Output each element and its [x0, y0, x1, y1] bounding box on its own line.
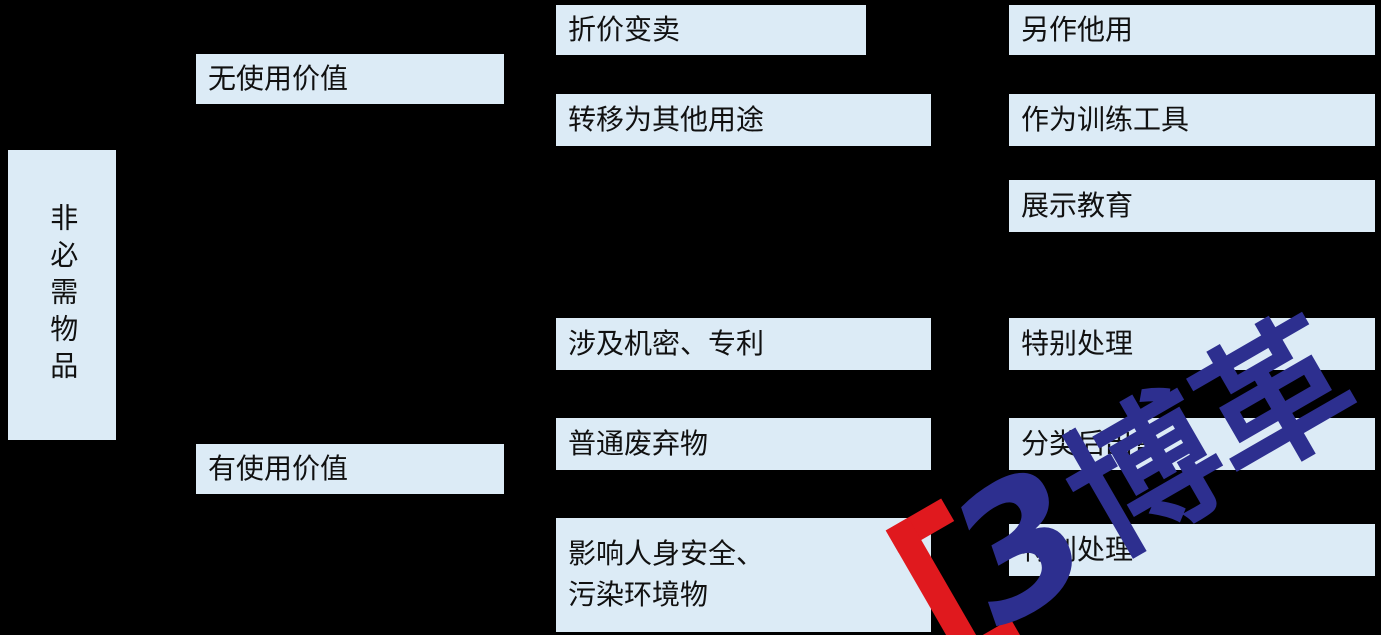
node-has-use-value: 有使用价值: [196, 444, 504, 494]
node-ordinary-waste: 普通废弃物: [556, 418, 931, 470]
node-special-treatment-2: 特别处理: [1009, 524, 1375, 576]
node-discount-sale: 折价变卖: [556, 5, 866, 55]
node-special-treatment-1: 特别处理: [1009, 318, 1375, 370]
node-transfer-use: 转移为其他用途: [556, 94, 931, 146]
node-non-essential-items: 非必需物品: [8, 150, 116, 440]
node-other-use: 另作他用: [1009, 5, 1375, 55]
node-hazardous-waste: 影响人身安全、 污染环境物: [556, 518, 931, 632]
node-training-tool: 作为训练工具: [1009, 94, 1375, 146]
node-display-education: 展示教育: [1009, 180, 1375, 232]
node-no-use-value: 无使用价值: [196, 54, 504, 104]
node-sorted-sale: 分类后出售: [1009, 418, 1375, 470]
node-confidential-patent: 涉及机密、专利: [556, 318, 931, 370]
